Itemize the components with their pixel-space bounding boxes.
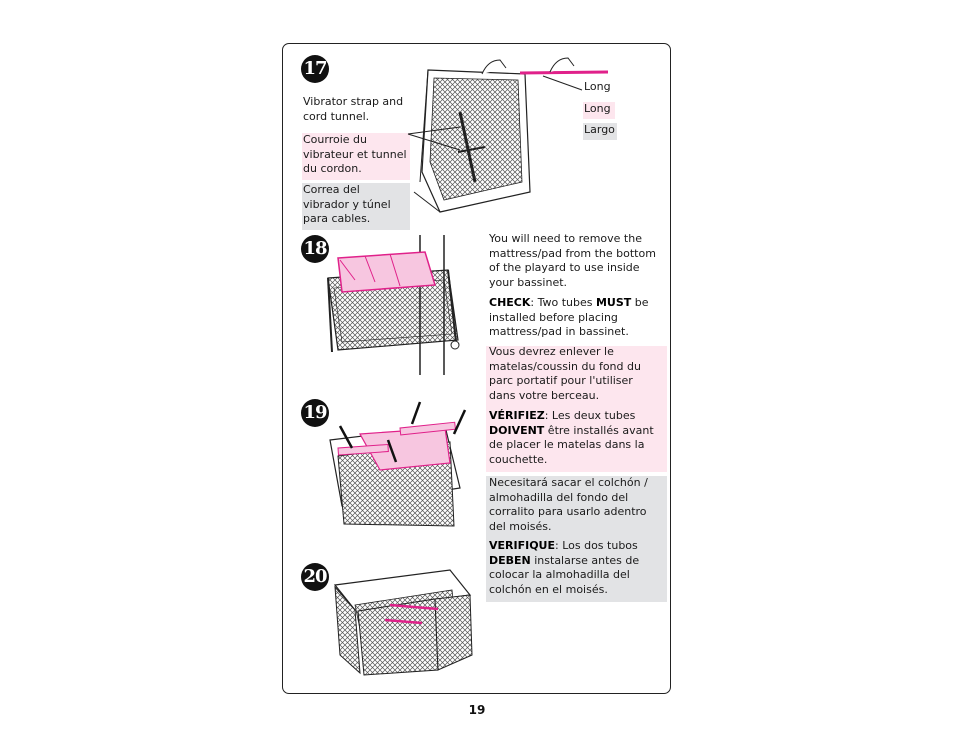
instructions-fr-check: VÉRIFIEZ: Les deux tubes DOIVENT être in… [489,409,657,467]
check-label-en: CHECK [489,296,531,309]
check-pre-fr: : Les deux tubes [544,409,636,422]
check-pre-en: : Two tubes [530,296,596,309]
check-post-es: instalarse antes de colocar la almohadil… [489,553,640,596]
instructions-es-box [486,476,667,602]
length-label-en: Long [584,80,611,93]
step-18-badge: 18 [301,235,329,263]
step-17-es-text: Correa del vibrador y túnel para cables. [302,183,410,230]
instructions-fr-intro: Vous devrez enlever le matelas/coussin d… [489,345,641,402]
instructions-es-check: VERIFIQUE: Los dos tubos DEBEN instalars… [489,539,649,597]
instructions-es-intro: Necesitará sacar el colchón / almohadill… [489,476,648,533]
step-18-illustration [327,235,460,375]
step-17-en-text: Vibrator strap and cord tunnel. [303,95,404,123]
length-label-es: Largo [583,123,617,140]
must-fr: DOIVENT [489,423,545,437]
step-17-illustration [407,57,609,213]
instructions-fr-box [486,346,667,472]
check-post-en: be installed before placing mattress/pad… [489,296,649,338]
step-20-badge: 20 [301,563,329,591]
step-17-fr-text: Courroie du vibrateur et tunnel du cordo… [302,133,410,180]
must-es: DEBEN [489,553,531,567]
instruction-frame [282,43,671,694]
step-19-illustration [329,401,467,527]
must-en: MUST [595,296,632,309]
length-label-fr: Long [583,102,615,119]
page-number: 19 [468,703,486,717]
instructions-en-intro: You will need to remove the mattress/pad… [489,232,656,289]
check-label-es: VERIFIQUE [489,539,555,552]
step-19-badge: 19 [301,399,329,427]
check-post-fr: être installés avant de placer le matela… [489,423,654,466]
instructions-en-check: CHECK: Two tubes MUST be installed befor… [489,296,665,340]
step-17-badge: 17 [301,55,329,83]
check-label-fr: VÉRIFIEZ [489,409,545,422]
step-20-illustration [333,569,473,676]
check-pre-es: : Los dos tubos [555,539,638,552]
